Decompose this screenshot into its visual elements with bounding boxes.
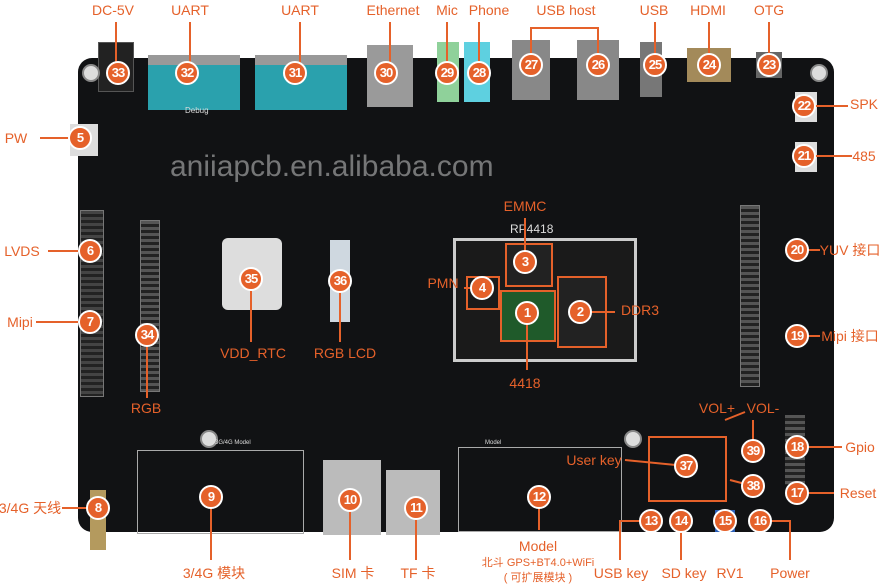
marker-3: 3 (513, 250, 537, 274)
marker-6: 6 (78, 239, 102, 263)
label-31: UART (281, 2, 319, 18)
label-7: Mipi (7, 314, 33, 330)
marker-30: 30 (374, 61, 398, 85)
marker-37: 37 (674, 454, 698, 478)
label-30: Ethernet (366, 2, 420, 18)
label-13: USB key (593, 565, 649, 581)
marker-28: 28 (467, 61, 491, 85)
marker-5: 5 (68, 126, 92, 150)
label-1: 4418 (509, 375, 541, 391)
marker-38: 38 (741, 474, 765, 498)
label-24: HDMI (690, 2, 726, 18)
yuv-header (740, 205, 760, 387)
marker-4: 4 (470, 276, 494, 300)
marker-7: 7 (78, 310, 102, 334)
rgb-header (140, 220, 160, 392)
label-33: DC-5V (91, 2, 135, 18)
model-subtitle-2: ( 可扩展模块 ) (503, 572, 573, 584)
label-29: Mic (436, 2, 458, 18)
marker-24: 24 (697, 53, 721, 77)
label-17: Reset (839, 485, 877, 501)
marker-2: 2 (568, 300, 592, 324)
label-18: Gpio (845, 439, 875, 455)
label-20: YUV 接口 (819, 242, 881, 258)
marker-10: 10 (338, 488, 362, 512)
mount-hole (200, 430, 218, 448)
mount-hole (82, 64, 100, 82)
marker-36: 36 (328, 269, 352, 293)
label-26: USB host (536, 2, 596, 18)
label-36: RGB LCD (313, 345, 377, 361)
mount-hole (624, 430, 642, 448)
label-25: USB (639, 2, 669, 18)
watermark: aniiapcb.en.alibaba.com (170, 150, 494, 183)
label-3: EMMC (503, 198, 547, 214)
label-5: PW (4, 130, 28, 146)
label-10: SIM 卡 (331, 565, 375, 581)
marker-31: 31 (283, 61, 307, 85)
label-28: Phone (468, 2, 510, 18)
label-16: Power (770, 565, 810, 581)
3g4g-module-slot (137, 450, 304, 534)
label-2: DDR3 (620, 302, 660, 318)
marker-21: 21 (792, 144, 816, 168)
marker-26: 26 (586, 53, 610, 77)
label-15: RV1 (716, 565, 744, 581)
label-19: Mipi 接口 (821, 328, 879, 344)
marker-8: 8 (86, 496, 110, 520)
marker-1: 1 (515, 301, 539, 325)
marker-25: 25 (643, 53, 667, 77)
marker-11: 11 (404, 496, 428, 520)
marker-9: 9 (199, 485, 223, 509)
marker-34: 34 (135, 323, 159, 347)
marker-16: 16 (748, 509, 772, 533)
marker-33: 33 (106, 61, 130, 85)
model-module-slot (458, 447, 622, 532)
label-22: SPK (849, 96, 879, 112)
marker-32: 32 (175, 61, 199, 85)
label-23: OTG (753, 2, 785, 18)
label-35: VDD_RTC (220, 345, 286, 361)
3g-model-label: 3G/4G Model (215, 440, 251, 446)
label-12: Model (518, 538, 558, 554)
marker-15: 15 (713, 509, 737, 533)
user-keys-area (648, 436, 727, 502)
label-8: 3/4G 天线 (0, 500, 62, 516)
label-4: PMN (427, 275, 459, 291)
marker-14: 14 (669, 509, 693, 533)
marker-19: 19 (785, 324, 809, 348)
label-32: UART (171, 2, 209, 18)
label-11: TF 卡 (400, 565, 436, 581)
mount-hole (810, 64, 828, 82)
label-39: VOL- (746, 400, 780, 416)
marker-27: 27 (519, 53, 543, 77)
debug-label: Debug (185, 106, 209, 115)
model-silk-label: Model (485, 440, 502, 446)
label-14: SD key (661, 565, 707, 581)
label-38: VOL+ (698, 400, 736, 416)
marker-18: 18 (785, 435, 809, 459)
label-37: User key (566, 452, 622, 468)
marker-39: 39 (741, 439, 765, 463)
marker-35: 35 (239, 267, 263, 291)
marker-20: 20 (785, 238, 809, 262)
marker-29: 29 (435, 61, 459, 85)
marker-22: 22 (792, 94, 816, 118)
label-6: LVDS (4, 243, 40, 259)
marker-23: 23 (757, 53, 781, 77)
label-21: 485 (852, 148, 876, 164)
label-34: RGB (130, 400, 162, 416)
marker-13: 13 (639, 509, 663, 533)
marker-17: 17 (785, 481, 809, 505)
marker-12: 12 (527, 485, 551, 509)
core-board-label: RP4418 (510, 222, 554, 236)
model-subtitle: 北斗 GPS+BT4.0+WiFi (481, 557, 595, 569)
label-9: 3/4G 模块 (182, 565, 246, 581)
